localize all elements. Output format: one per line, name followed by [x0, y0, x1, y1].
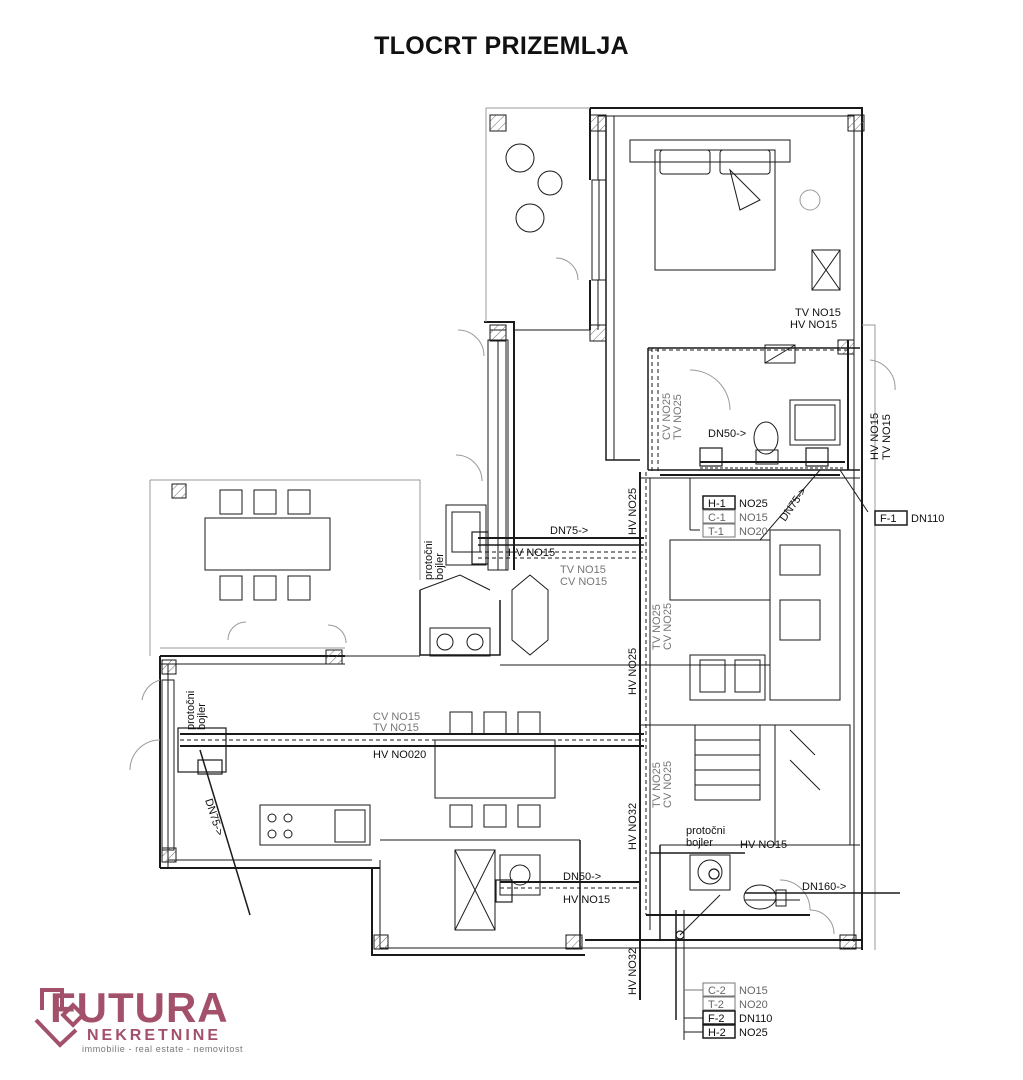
windows [161, 179, 607, 851]
door-swings [129, 257, 896, 935]
label-cv-no25-lower: CV NO25 [662, 761, 674, 808]
tag-h2-value: NO25 [739, 1027, 768, 1039]
label-cv-no15-kitchen: CV NO15 [560, 576, 607, 588]
tag-f2-code: F-2 [708, 1013, 725, 1025]
label-dn75-living: DN75-> [202, 797, 225, 837]
logo-brand: FUTURA [50, 984, 229, 1031]
terrace-table [204, 489, 331, 601]
terrace-outline [149, 107, 876, 950]
tag-f2-value: DN110 [739, 1013, 772, 1025]
lower-bathroom-labels: DN50-> HV NO15 protočni bojler HV NO15 D… [563, 825, 846, 906]
tag-c2-code: C-2 [708, 985, 726, 997]
columns [161, 114, 865, 950]
label-hv-no15-kitchen: HV NO15 [508, 547, 555, 559]
terrace-chairs [505, 143, 563, 233]
label-heater-living-2: bojler [196, 703, 208, 730]
label-cv-no25-upper: CV NO25 [661, 393, 673, 440]
label-heater-kitchen-2: bojler [434, 553, 446, 580]
upper-bathroom-fixtures [753, 344, 841, 465]
label-tv-no25-lower: TV NO25 [651, 762, 663, 808]
logo-tagline: immobilie - real estate - nemovitost [82, 1044, 243, 1054]
pipe-network [180, 340, 900, 1040]
bedroom-furniture [629, 139, 841, 291]
label-heater-lower-1: protočni [686, 825, 725, 837]
label-tv-no25-upper: TV NO25 [672, 394, 684, 440]
tag-t2-code: T-2 [708, 999, 724, 1011]
tag-h1-code: H-1 [708, 498, 726, 510]
kitchen-counter [259, 804, 541, 931]
stairs [694, 724, 851, 846]
label-tv-no15-living: TV NO15 [373, 722, 419, 734]
upper-bathroom-labels: TV NO15 HV NO15 DN50-> HV NO15 TV NO15 D… [708, 307, 893, 524]
tag-c1-code: C-1 [708, 512, 726, 524]
tag-c2-value: NO15 [739, 985, 768, 997]
label-heater-lower-2: bojler [686, 837, 713, 849]
tag-c1-value: NO15 [739, 512, 768, 524]
tag-t1-code: T-1 [708, 526, 724, 538]
logo-sub: NEKRETNINE [87, 1027, 221, 1044]
label-dn50-lower: DN50-> [563, 871, 601, 883]
label-hv-no32-mid: HV NO32 [627, 803, 639, 850]
label-hv-no15-heater: HV NO15 [740, 839, 787, 851]
label-dn75-upper: DN75-> [778, 486, 810, 524]
label-hv-no15-right: HV NO15 [869, 413, 881, 460]
kitchen-line-labels: DN75-> HV NO15 TV NO15 CV NO15 protočni … [423, 525, 607, 588]
label-hv-no25-mid: HV NO25 [627, 648, 639, 695]
riser-labels: CV NO25 TV NO25 HV NO25 HV NO25 TV NO25 … [627, 393, 684, 995]
kitchen-unit [419, 504, 549, 657]
label-hv-no25-upper: HV NO25 [627, 488, 639, 535]
tag-h2-code: H-2 [708, 1027, 726, 1039]
label-tv-no15-right: TV NO15 [881, 414, 893, 460]
label-hv-no15-lower: HV NO15 [563, 894, 610, 906]
page-title: TLOCRT PRIZEMLJA [374, 32, 629, 60]
label-tv-no15-kitchen: TV NO15 [560, 564, 606, 576]
lower-tags: C-2 NO15 T-2 NO20 F-2 DN110 H-2 NO25 [684, 982, 772, 1039]
dining-table [434, 711, 556, 828]
label-dn75-kitchen: DN75-> [550, 525, 588, 537]
lower-bathroom-fixtures [689, 854, 787, 910]
pipe-fittings [177, 447, 829, 940]
label-dn160: DN160-> [802, 881, 846, 893]
tag-t2-value: NO20 [739, 999, 768, 1011]
tag-t1-value: NO20 [739, 526, 768, 538]
company-logo: FUTURA NEKRETNINE immobilie - real estat… [34, 984, 243, 1054]
living-furniture [669, 529, 841, 701]
house-key-icon [34, 988, 86, 1048]
label-tv-no25-mid: TV NO25 [651, 604, 663, 650]
upper-tags: H-1 NO25 C-1 NO15 T-1 NO20 F-1 DN110 [702, 495, 944, 538]
label-heater-living-1: protočni [185, 691, 197, 730]
label-cv-no15-living: CV NO15 [373, 711, 420, 723]
label-hv-no15-top: HV NO15 [790, 319, 837, 331]
tag-h1-value: NO25 [739, 498, 768, 510]
living-line-labels: CV NO15 TV NO15 HV NO020 protočni bojler… [185, 691, 426, 837]
tag-f1-value: DN110 [911, 513, 944, 525]
label-hv-no32-bottom: HV NO32 [627, 948, 639, 995]
label-heater-kitchen-1: protočni [423, 541, 435, 580]
label-hv-no020-living: HV NO020 [373, 749, 426, 761]
label-tv-no15-top: TV NO15 [795, 307, 841, 319]
label-dn50-upper: DN50-> [708, 428, 746, 440]
tag-f1-code: F-1 [880, 513, 897, 525]
label-cv-no25-mid: CV NO25 [662, 603, 674, 650]
